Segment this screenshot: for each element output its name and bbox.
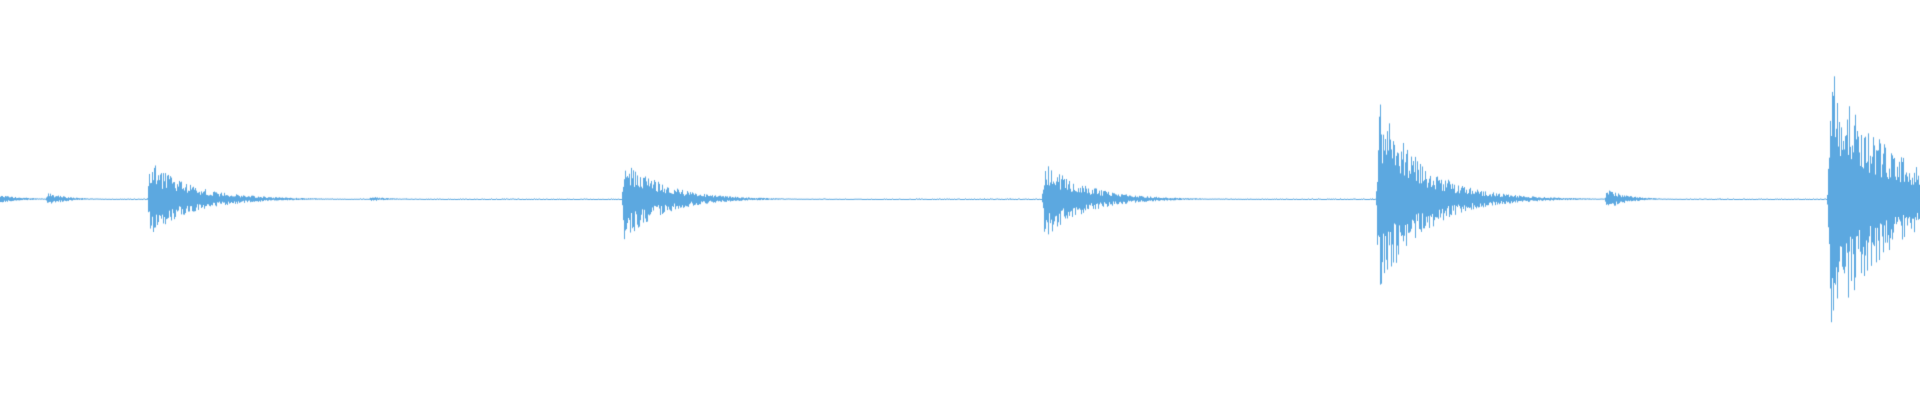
audio-waveform[interactable]	[0, 0, 1920, 400]
